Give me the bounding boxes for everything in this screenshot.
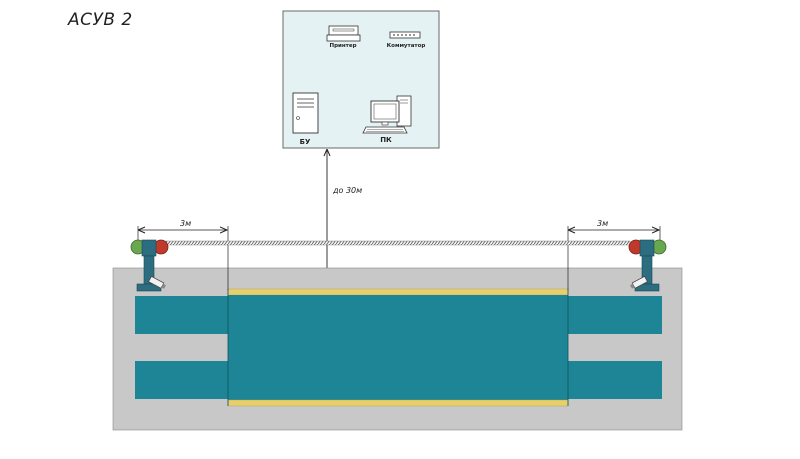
left-dimension-label: 3м — [180, 219, 191, 228]
diagram-title: АСУВ 2 — [68, 10, 133, 30]
control-unit-label: БУ — [300, 138, 311, 146]
control-room: Принтер Коммутатор БУ ПК — [282, 10, 440, 149]
weighing-platform — [227, 288, 569, 407]
right-dimension-label: 3м — [597, 219, 608, 228]
network-switch-icon — [389, 31, 421, 39]
platform-deck — [228, 295, 568, 400]
platform-top-strip — [227, 288, 569, 296]
right-traffic-light — [628, 239, 667, 292]
cable-distance-label: до 30м — [332, 186, 362, 195]
connecting-cable — [159, 240, 631, 246]
left-camera-icon — [148, 275, 166, 289]
control-unit-icon — [292, 92, 319, 134]
printer-label: Принтер — [329, 43, 356, 49]
pc-icon — [362, 95, 412, 134]
printer-icon — [326, 25, 361, 42]
right-camera-icon — [630, 275, 648, 289]
switch-label: Коммутатор — [387, 43, 426, 49]
platform-bottom-strip — [227, 399, 569, 407]
left-traffic-light — [130, 239, 169, 292]
pc-label: ПК — [380, 136, 392, 144]
